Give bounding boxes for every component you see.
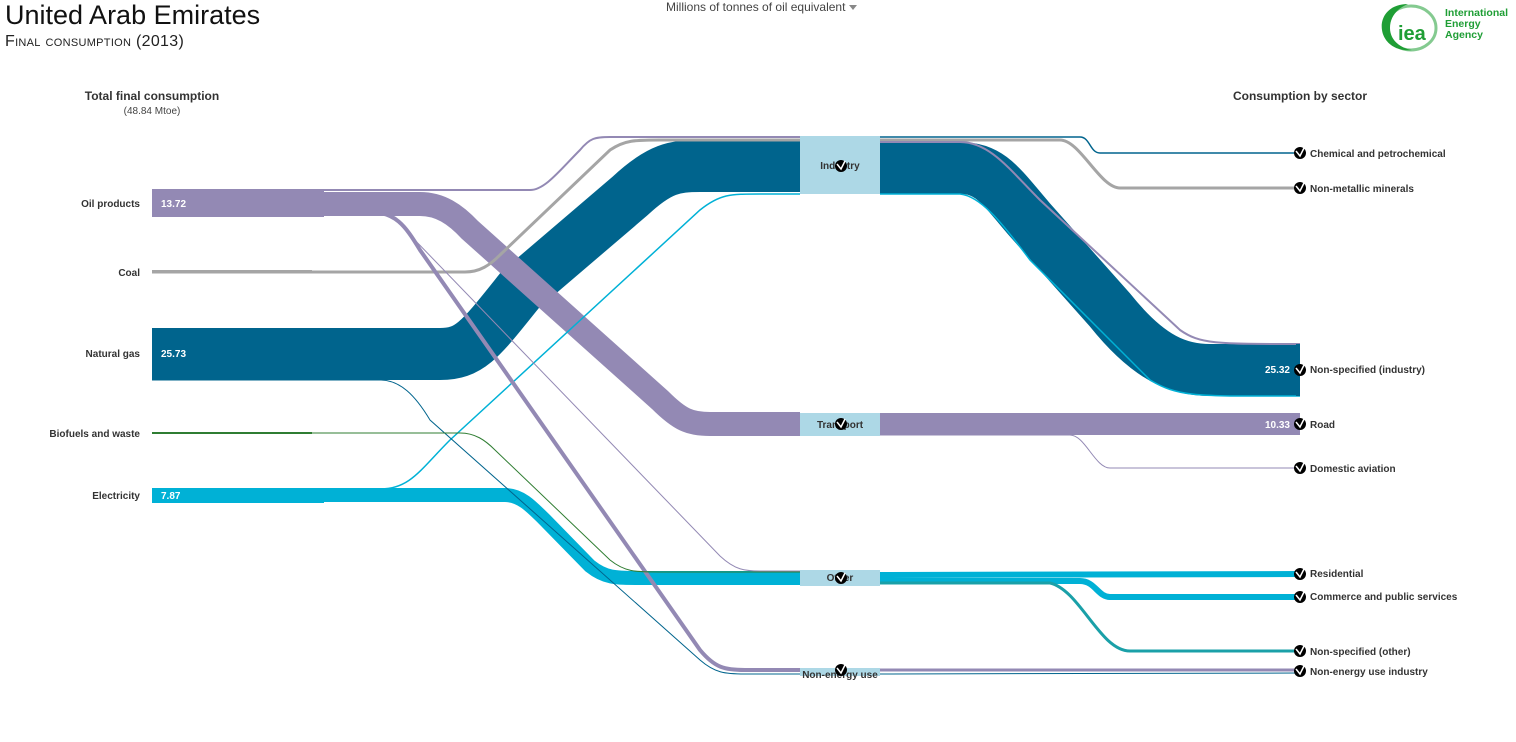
flow-oil-other[interactable] bbox=[152, 213, 800, 572]
flow-other-residential[interactable] bbox=[879, 571, 1301, 578]
dest-label-residential: Residential bbox=[1310, 569, 1364, 580]
flow-oil-industry[interactable] bbox=[152, 136, 800, 191]
dest-label-nonspecified-industry: Non-specified (industry) bbox=[1310, 365, 1425, 376]
flow-oil-transport[interactable] bbox=[152, 192, 800, 436]
source-value-oil: 13.72 bbox=[161, 199, 186, 210]
dest-label-nonspecified-other: Non-specified (other) bbox=[1310, 647, 1411, 658]
flow-other-nonspec[interactable] bbox=[880, 581, 1300, 653]
source-label-oil: Oil products bbox=[81, 199, 140, 210]
sector-toggle-icon[interactable] bbox=[835, 664, 847, 676]
flow-layer bbox=[152, 136, 1301, 675]
dest-toggle-icon[interactable] bbox=[1294, 645, 1306, 657]
flow-bio-other[interactable] bbox=[152, 432, 800, 573]
dest-label-chemical: Chemical and petrochemical bbox=[1310, 149, 1446, 160]
chevron-down-icon bbox=[849, 5, 858, 11]
left-column-title: Total final consumption bbox=[85, 89, 219, 103]
source-value-gas: 25.73 bbox=[161, 349, 186, 360]
flow-elec-industry[interactable] bbox=[152, 193, 800, 490]
dest-toggle-icon[interactable] bbox=[1294, 418, 1306, 430]
flow-gas-nonenergy[interactable] bbox=[152, 379, 800, 675]
source-node-gas[interactable] bbox=[152, 328, 324, 380]
dest-toggle-icon[interactable] bbox=[1294, 364, 1306, 376]
iea-logo: iea bbox=[1381, 4, 1438, 52]
flow-industry-elec-out[interactable] bbox=[880, 193, 1301, 397]
flow-elec-other[interactable] bbox=[152, 488, 800, 585]
source-label-gas: Natural gas bbox=[86, 349, 141, 360]
source-nodes bbox=[152, 190, 324, 503]
page-title: United Arab Emirates bbox=[5, 0, 261, 30]
dest-toggle-icon[interactable] bbox=[1294, 665, 1306, 677]
sector-toggle-icon[interactable] bbox=[835, 572, 847, 584]
dest-toggle-icon[interactable] bbox=[1294, 591, 1306, 603]
source-label-coal: Coal bbox=[118, 268, 140, 279]
flow-other-commerce[interactable] bbox=[880, 578, 1300, 600]
sector-toggle-icon[interactable] bbox=[835, 418, 847, 430]
source-label-bio: Biofuels and waste bbox=[49, 429, 140, 440]
flow-oil-nonenergy[interactable] bbox=[152, 210, 800, 672]
flow-nonenergy-gas-out[interactable] bbox=[879, 672, 1301, 675]
unit-dropdown-label: Millions of tonnes of oil equivalent bbox=[666, 0, 846, 14]
dest-label-commerce: Commerce and public services bbox=[1310, 592, 1458, 603]
logo-text-line2: Energy Agency bbox=[1445, 18, 1483, 41]
dest-toggle-icon[interactable] bbox=[1294, 147, 1306, 159]
flow-transport-aviation[interactable] bbox=[880, 434, 1300, 469]
dest-value-road: 10.33 bbox=[1265, 420, 1290, 431]
dest-label-nonmetallic: Non-metallic minerals bbox=[1310, 184, 1414, 195]
unit-dropdown[interactable]: Millions of tonnes of oil equivalent bbox=[666, 0, 858, 14]
logo-text-line1: International bbox=[1445, 7, 1509, 19]
dest-value-nonspecified-industry: 25.32 bbox=[1265, 365, 1290, 376]
logo-text: International Energy Agency bbox=[1445, 8, 1516, 41]
sector-toggle-icon[interactable] bbox=[835, 160, 847, 172]
dest-label-road: Road bbox=[1310, 420, 1335, 431]
page-subtitle: Final consumption (2013) bbox=[5, 33, 185, 50]
right-column-title: Consumption by sector bbox=[1233, 89, 1367, 103]
logo-mark: iea bbox=[1398, 23, 1427, 45]
source-label-elec: Electricity bbox=[92, 491, 140, 502]
dest-label-nonenergy-industry: Non-energy use industry bbox=[1310, 667, 1428, 678]
flow-coal-industry[interactable] bbox=[152, 138, 800, 274]
flow-industry-nonmetallic[interactable] bbox=[880, 138, 1300, 190]
source-node-oil[interactable] bbox=[152, 190, 324, 217]
left-column-subtitle: (48.84 Mtoe) bbox=[124, 106, 181, 117]
source-node-bio[interactable] bbox=[152, 432, 312, 434]
source-node-coal[interactable] bbox=[152, 270, 312, 273]
dest-toggle-icon[interactable] bbox=[1294, 462, 1306, 474]
source-value-elec: 7.87 bbox=[161, 491, 181, 502]
dest-toggle-icon[interactable] bbox=[1294, 182, 1306, 194]
flow-industry-nonspecified[interactable] bbox=[880, 142, 1300, 396]
dest-toggle-icon[interactable] bbox=[1294, 568, 1306, 580]
flow-industry-chemical[interactable] bbox=[880, 136, 1300, 154]
dest-label-aviation: Domestic aviation bbox=[1310, 464, 1396, 475]
logo-ring-icon bbox=[1384, 4, 1438, 52]
source-node-elec[interactable] bbox=[152, 488, 324, 503]
flow-industry-oil-out[interactable] bbox=[880, 141, 1301, 345]
